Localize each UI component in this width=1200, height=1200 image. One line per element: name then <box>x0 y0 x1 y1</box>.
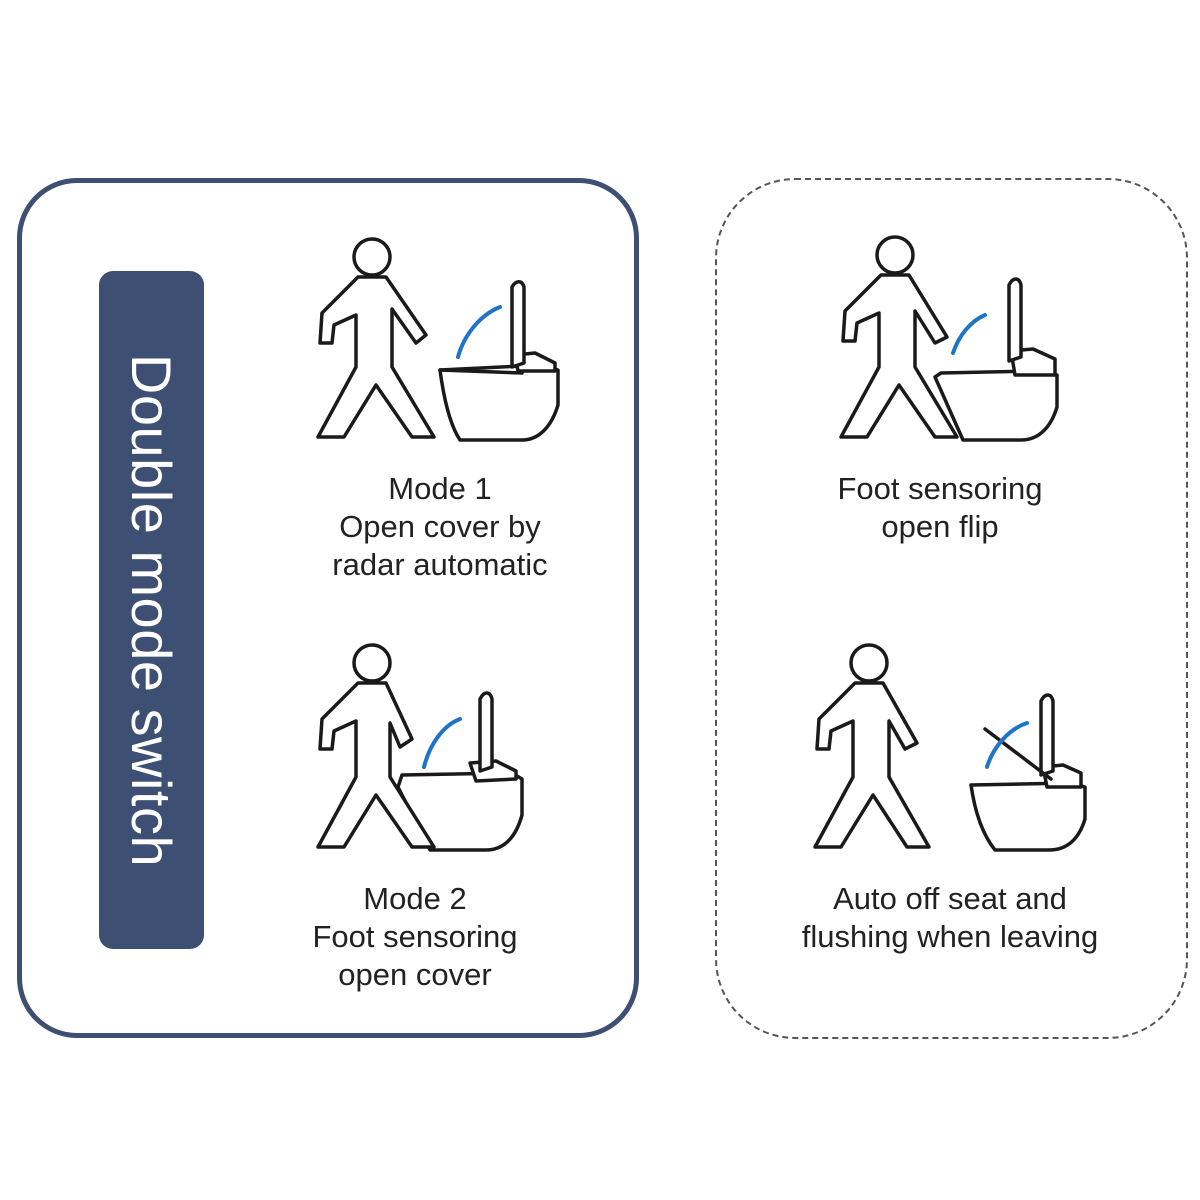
title-bar: Double mode switch <box>99 271 204 949</box>
title-text: Double mode switch <box>120 353 183 867</box>
card-3-caption: Foot sensoring open flip <box>800 470 1080 546</box>
foot-sensor-toilet-icon <box>316 643 524 852</box>
card-2-line-3: open cover <box>338 957 492 992</box>
foot-sensor-flip-icon <box>839 235 1059 442</box>
card-2-line-2: Foot sensoring <box>312 919 518 954</box>
card-1-line-1: Mode 1 <box>388 471 492 506</box>
card-1-line-3: radar automatic <box>332 547 548 582</box>
card-1-caption: Mode 1 Open cover by radar automatic <box>300 470 580 584</box>
card-1-line-2: Open cover by <box>339 509 541 544</box>
card-2-line-1: Mode 2 <box>363 881 467 916</box>
auto-close-flush-icon <box>813 643 1087 852</box>
extra-features-panel <box>715 178 1188 1039</box>
double-mode-panel <box>17 178 639 1038</box>
card-4-line-1: Auto off seat and <box>833 881 1067 916</box>
card-4-line-2: flushing when leaving <box>801 919 1099 954</box>
card-2-caption: Mode 2 Foot sensoring open cover <box>275 880 555 994</box>
person-approaching-toilet-icon <box>316 237 560 442</box>
card-3-line-1: Foot sensoring <box>837 471 1043 506</box>
card-3-line-2: open flip <box>881 509 999 544</box>
card-4-caption: Auto off seat and flushing when leaving <box>760 880 1140 956</box>
